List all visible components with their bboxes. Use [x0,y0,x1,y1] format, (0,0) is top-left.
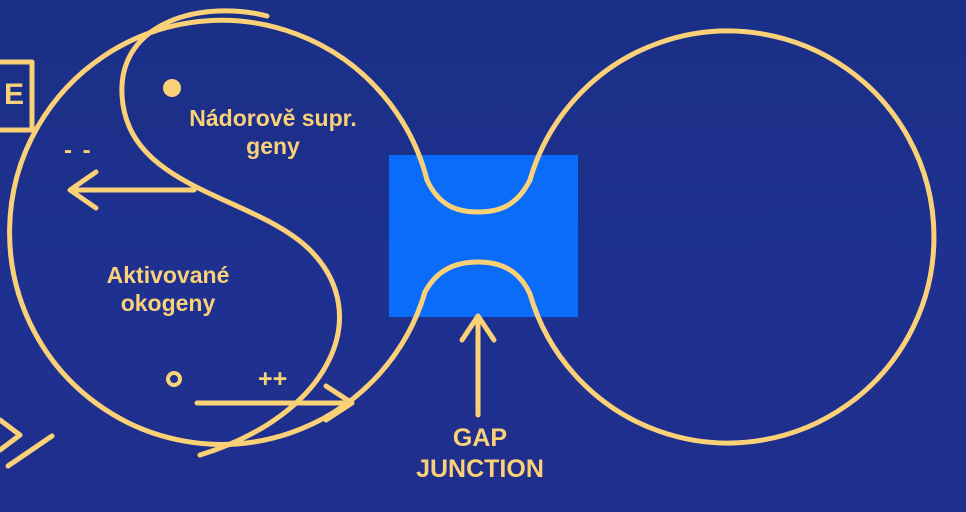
gap-arrow-head [459,313,497,343]
small-circle-marker [166,371,182,387]
left-cell-outline [7,17,430,447]
s-curve [119,8,342,458]
gap-junction-text: GAP JUNCTION [416,424,544,483]
left-edge-box [0,59,35,133]
junction-arch-top [424,177,533,215]
filled-dot-marker [163,79,181,97]
bottom-left-line [5,433,55,469]
upper-arrow-head [67,169,99,211]
right-cell-outline [527,28,937,446]
bottom-left-fragment [0,417,23,453]
left-edge-letter: E [3,78,24,111]
minus-signs-label: - - [64,137,93,164]
tumor-suppressor-genes-text: Nádorově supr. geny [189,105,357,159]
plus-signs-label: ++ [258,365,288,393]
junction-arch-bottom [422,259,533,297]
gap-junction-label: GAP JUNCTION [355,423,605,484]
gap-junction-block [389,155,578,317]
tumor-suppressor-genes-label: Nádorově supr. geny [118,105,428,160]
activated-oncogenes-label: Aktivované okogeny [48,262,288,317]
activated-oncogenes-text: Aktivované okogeny [106,262,230,316]
lower-arrow-head [323,383,355,423]
